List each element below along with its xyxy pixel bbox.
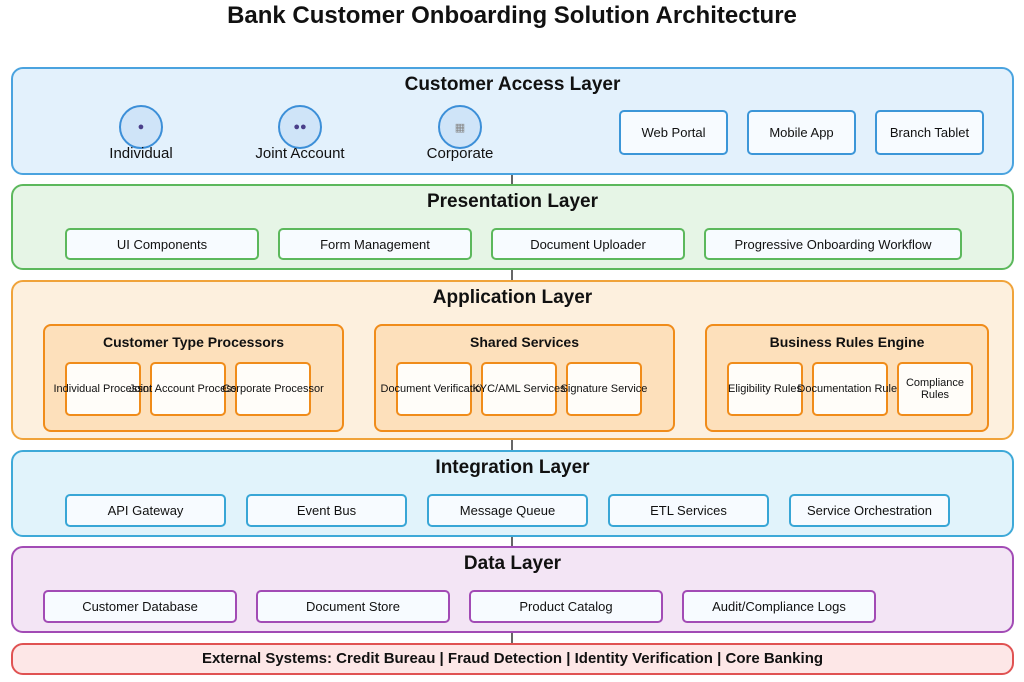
connector-integration-data (511, 537, 513, 546)
external-systems-bar: External Systems: Credit Bureau | Fraud … (11, 643, 1014, 675)
channel-branch-tablet: Branch Tablet (875, 110, 984, 155)
connector-application-integration (511, 440, 513, 450)
event-bus: Event Bus (246, 494, 407, 527)
audit-compliance-logs: Audit/Compliance Logs (682, 590, 876, 623)
group-shared-services: Shared Services Document Verification KY… (374, 324, 675, 432)
persona-label: Corporate (426, 145, 494, 162)
data-layer: Data Layer Customer Database Document St… (11, 546, 1014, 633)
layer-title: Customer Access Layer (404, 74, 621, 95)
product-catalog: Product Catalog (469, 590, 663, 623)
joint-account-processor: Joint Account Processor (129, 362, 247, 416)
component-form-management: Form Management (278, 228, 472, 260)
api-gateway: API Gateway (65, 494, 226, 527)
layer-title: Application Layer (432, 287, 593, 308)
group-title: Shared Services (470, 334, 579, 350)
group-title: Customer Type Processors (102, 334, 285, 350)
service-orchestration: Service Orchestration (789, 494, 950, 527)
component-document-uploader: Document Uploader (491, 228, 685, 260)
layer-title: Presentation Layer (426, 191, 599, 212)
corporate-processor: Corporate Processor (222, 362, 324, 416)
group-business-rules-engine: Business Rules Engine Eligibility Rules … (705, 324, 989, 432)
application-layer: Application Layer Customer Type Processo… (11, 280, 1014, 440)
person-icon: ● (119, 105, 163, 149)
eligibility-rules: Eligibility Rules (727, 362, 803, 416)
connector-data-external (511, 633, 513, 643)
persona-label: Individual (109, 145, 173, 162)
component-ui-components: UI Components (65, 228, 259, 260)
persona-individual: ● Individual (81, 105, 201, 162)
channel-mobile-app: Mobile App (747, 110, 856, 155)
connector-presentation-application (511, 270, 513, 280)
layer-title: Integration Layer (435, 457, 590, 478)
group-title: Business Rules Engine (769, 334, 925, 350)
connector-access-presentation (511, 175, 513, 184)
two-people-icon: ●● (278, 105, 322, 149)
building-icon: ▦ (438, 105, 482, 149)
persona-corporate: ▦ Corporate (400, 105, 520, 162)
layer-title: Data Layer (463, 553, 562, 574)
diagram-title: Bank Customer Onboarding Solution Archit… (227, 2, 797, 29)
customer-access-layer: Customer Access Layer ● Individual ●● Jo… (11, 67, 1014, 175)
etl-services: ETL Services (608, 494, 769, 527)
integration-layer: Integration Layer API Gateway Event Bus … (11, 450, 1014, 537)
kyc-aml-services: KYC/AML Services (472, 362, 566, 416)
compliance-rules: Compliance Rules (897, 362, 973, 416)
persona-joint-account: ●● Joint Account (240, 105, 360, 162)
channel-web-portal: Web Portal (619, 110, 728, 155)
presentation-layer: Presentation Layer UI Components Form Ma… (11, 184, 1014, 270)
group-customer-type-processors: Customer Type Processors Individual Proc… (43, 324, 344, 432)
documentation-rules: Documentation Rules (797, 362, 903, 416)
persona-label: Joint Account (255, 145, 345, 162)
individual-processor: Individual Processor (53, 362, 153, 416)
component-progressive-onboarding-workflow: Progressive Onboarding Workflow (704, 228, 962, 260)
document-store: Document Store (256, 590, 450, 623)
message-queue: Message Queue (427, 494, 588, 527)
document-verification: Document Verification (381, 362, 488, 416)
signature-service: Signature Service (561, 362, 647, 416)
customer-database: Customer Database (43, 590, 237, 623)
